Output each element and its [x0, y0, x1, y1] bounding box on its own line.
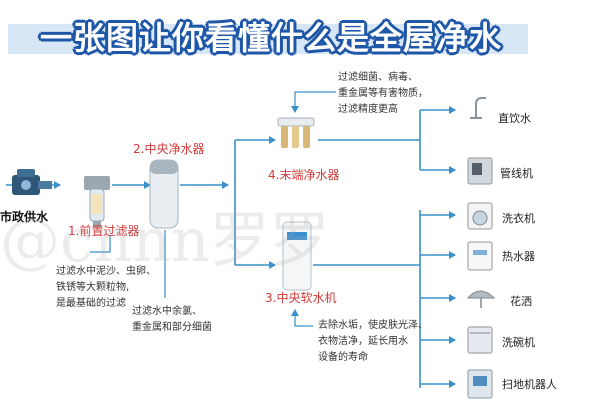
output-drinking-water: 直饮水: [498, 112, 531, 125]
water-heater-icon: [467, 241, 493, 271]
terminal-purifier-icon: [277, 117, 315, 148]
output-washing-machine: 洗衣机: [502, 212, 535, 225]
softener-label: 3.中央软水机: [265, 291, 337, 305]
output-robot-vacuum: 扫地机器人: [502, 378, 557, 391]
output-pipeline-dispenser: 管线机: [500, 167, 533, 180]
pointer-softener: [291, 309, 313, 327]
title-banner: [8, 24, 528, 54]
pre-filter-icon: [84, 176, 110, 227]
water-meter-icon: [12, 169, 52, 195]
page-title: 一张图让你看懂什么是全屋净水: [40, 19, 503, 57]
pointer-terminal: [291, 91, 336, 113]
softener-icon: [282, 221, 312, 291]
robot-vacuum-icon: [467, 369, 493, 399]
watermark: @cnnn罗罗: [0, 206, 330, 276]
faucet-icon: [470, 97, 486, 119]
central-purifier-label: 2.中央净水器: [133, 142, 205, 156]
output-dishwasher: 洗碗机: [502, 336, 535, 349]
washing-machine-icon: [467, 202, 493, 230]
output-water-heater: 热水器: [502, 250, 535, 263]
pre-filter-note: 过滤水中泥沙、虫卵、 铁锈等大颗粒物, 是最基础的过滤: [56, 266, 156, 309]
source-label: 市政供水: [0, 210, 49, 224]
terminal-purifier-label: 4.末端净水器: [268, 168, 340, 182]
pre-filter-label: 1.前置过滤器: [68, 224, 140, 238]
terminal-purifier-note: 过滤细菌、病毒、 重金属等有害物质， 过滤精度更高: [338, 72, 428, 115]
central-purifier-note: 过滤水中余氯、 重金属和部分细菌: [132, 306, 212, 333]
central-purifier-icon: [149, 159, 179, 229]
shower-icon: [466, 290, 496, 308]
softener-note: 去除水垢，使皮肤光泽、 衣物洁净，延长用水 设备的寿命: [318, 320, 428, 363]
output-shower: 花洒: [510, 295, 532, 308]
dishwasher-icon: [467, 326, 493, 354]
pointer-prefilter: [90, 235, 111, 253]
pipeline-dispenser-icon: [467, 157, 493, 185]
